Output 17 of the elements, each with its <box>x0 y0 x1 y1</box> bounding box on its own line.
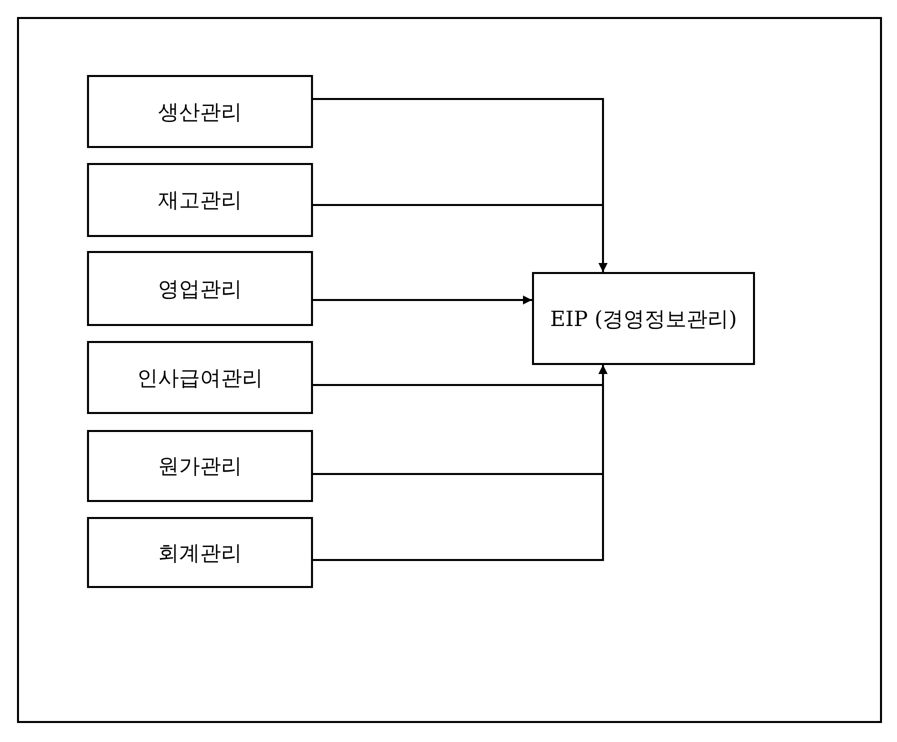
module-box <box>87 163 313 237</box>
module-box <box>87 251 313 326</box>
system-box <box>532 272 755 365</box>
node-label: 회계관리 <box>158 540 242 566</box>
arrow <box>313 365 608 561</box>
node-label: 생산관리 <box>158 98 242 126</box>
module-box <box>87 341 313 414</box>
arrow <box>313 296 532 304</box>
module-box <box>87 75 313 148</box>
node-label: 영업관리 <box>158 276 242 302</box>
arrow <box>313 204 608 272</box>
node-label: EIP (경영정보관리) <box>550 306 737 332</box>
module-box <box>87 430 313 502</box>
node-label: 인사급여관리 <box>137 364 263 392</box>
node-label: 재고관리 <box>158 187 242 214</box>
module-box <box>87 517 313 588</box>
node-label: 원가관리 <box>158 453 242 480</box>
